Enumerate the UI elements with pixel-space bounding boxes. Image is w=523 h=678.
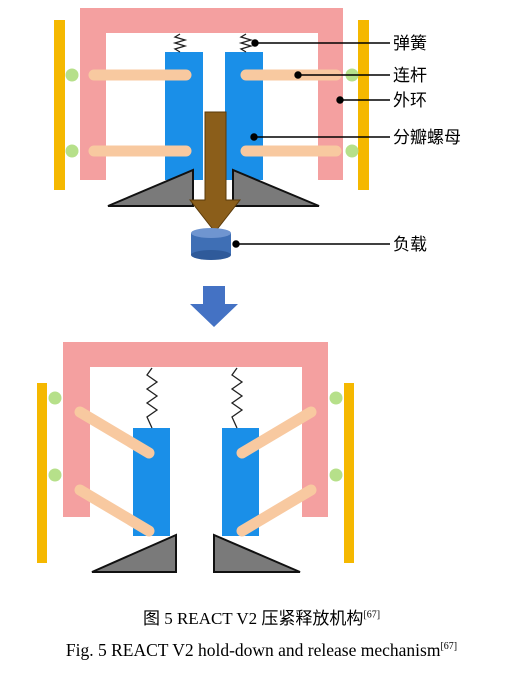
label-spring: 弹簧 [393, 34, 427, 54]
load-block [191, 228, 231, 260]
spring-left [172, 33, 188, 53]
pin [329, 468, 343, 482]
right-side-rail [358, 20, 369, 190]
caption-en-reference: [67] [440, 641, 458, 653]
left-side-rail [54, 20, 65, 190]
released-state [37, 342, 354, 573]
held-state: 弹簧 连杆 外环 分瓣螺母 负载 [54, 8, 461, 260]
links [74, 406, 317, 537]
mechanism-diagram: 弹簧 连杆 外环 分瓣螺母 负载 [37, 8, 461, 573]
spring-right [238, 33, 254, 53]
pin [48, 391, 62, 405]
link-bar [236, 406, 317, 459]
wedge-right [232, 168, 320, 207]
link-bar [236, 484, 317, 537]
right-side-rail [344, 383, 354, 563]
label-split-nut: 分瓣螺母 [393, 128, 461, 148]
caption-cn-text: 图 5 REACT V2 压紧释放机构 [142, 609, 364, 628]
label-link: 连杆 [393, 66, 427, 86]
outer-ring [80, 8, 343, 180]
transition-arrow [190, 286, 238, 327]
spring-left [145, 367, 159, 429]
label-load: 负载 [393, 235, 427, 255]
left-side-rail [37, 383, 47, 563]
pin [65, 144, 79, 158]
wedge-left [91, 533, 177, 573]
pin [65, 68, 79, 82]
leader-lines [232, 39, 390, 248]
figure-caption-chinese: 图 5 REACT V2 压紧释放机构[67] [0, 604, 523, 629]
pin [329, 391, 343, 405]
wedge-right [213, 533, 301, 573]
link-bar [74, 484, 155, 537]
pin [345, 144, 359, 158]
spring-right [230, 367, 244, 429]
figure-caption-english: Fig. 5 REACT V2 hold-down and release me… [0, 640, 523, 661]
pin [48, 468, 62, 482]
load-arrow [188, 111, 242, 233]
caption-en-text: Fig. 5 REACT V2 hold-down and release me… [65, 640, 441, 660]
label-outer-ring: 外环 [393, 91, 427, 111]
caption-cn-reference: [67] [363, 609, 381, 621]
wedge-left [107, 168, 194, 207]
link-bar [74, 406, 155, 459]
